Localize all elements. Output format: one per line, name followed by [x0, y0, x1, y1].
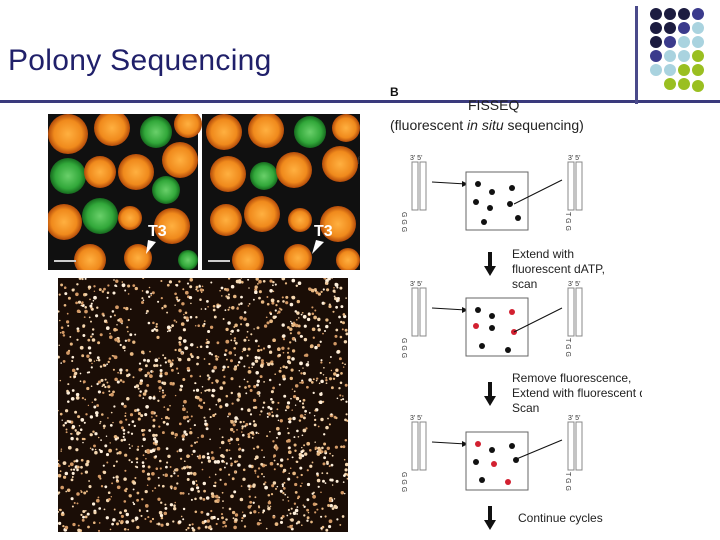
- fisseq-subtitle: (fluorescent in situ sequencing): [390, 117, 584, 133]
- step2-line1: Remove fluorescence,: [512, 371, 631, 385]
- strand-end-label: 3' 5': [568, 415, 580, 422]
- micrograph-label-t3-right: T3: [314, 223, 333, 240]
- strand-end-label: 3' 5': [568, 281, 580, 288]
- strand-end-label: 3' 5': [568, 155, 580, 162]
- polony-speckles: [58, 278, 348, 532]
- slide-title: Polony Sequencing: [8, 44, 272, 77]
- cycle-block-1: 3' 5' G G G 3' 5' T G G: [400, 155, 583, 232]
- strand-end-label: 3' 5': [410, 281, 422, 288]
- complement-bases: T G G: [564, 338, 571, 357]
- fisseq-schematic: B FISSEQ (fluorescent in situ sequencing…: [390, 85, 642, 530]
- decor-vertical-line: [635, 6, 638, 104]
- micrograph-label-t3-left: T3: [148, 223, 167, 240]
- complement-bases: T G G: [564, 212, 571, 231]
- micrograph-right: [206, 114, 360, 270]
- cycle-block-2: 3' 5' G G G 3' 5' T G G: [400, 281, 583, 358]
- step3-text: Continue cycles: [518, 511, 603, 525]
- template-bases: G G G: [400, 472, 407, 492]
- strand-end-label: 3' 5': [410, 155, 422, 162]
- step2-line2: Extend with fluorescent dCTP: [512, 386, 642, 400]
- strand-end-label: 3' 5': [410, 415, 422, 422]
- down-arrow-icon: [484, 506, 496, 530]
- fisseq-heading: FISSEQ: [468, 97, 519, 113]
- title-underline: [0, 100, 720, 103]
- step1-line3: scan: [512, 277, 537, 291]
- down-arrow-icon: [484, 382, 496, 406]
- template-bases: G G G: [400, 212, 407, 232]
- step1-line1: Extend with: [512, 247, 574, 261]
- fluorescence-micrograph-pair: T3 T3 f: [48, 114, 360, 270]
- step1-line2: fluorescent dATP,: [512, 262, 605, 276]
- panel-b-label: B: [390, 85, 399, 99]
- side-panel-mark: f: [357, 156, 360, 167]
- polony-array-image: [58, 278, 348, 532]
- template-bases: G G G: [400, 338, 407, 358]
- decor-dot-grid: [650, 8, 704, 92]
- arrowhead-right-icon: [312, 240, 324, 254]
- complement-bases: T G G: [564, 472, 571, 491]
- micrograph-left: [48, 114, 202, 270]
- step2-line3: Scan: [512, 401, 539, 415]
- cycle-block-3: 3' 5' G G G 3' 5' T G G: [400, 415, 583, 492]
- arrowhead-left-icon: [146, 240, 156, 254]
- down-arrow-icon: [484, 252, 496, 276]
